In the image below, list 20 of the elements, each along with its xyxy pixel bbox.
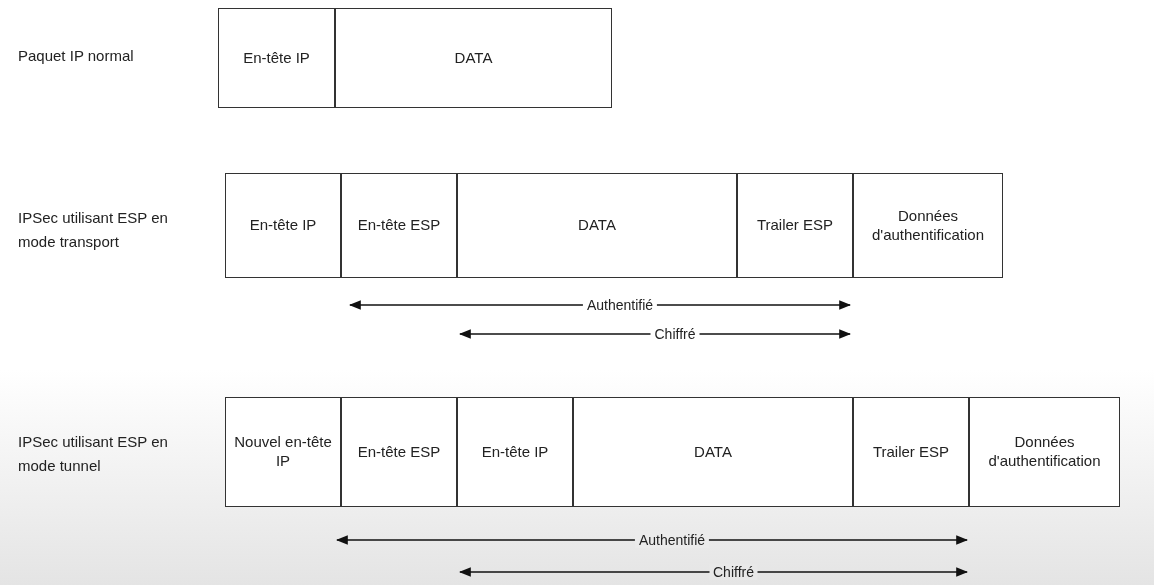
packet-field: DATA: [573, 397, 853, 507]
packet-field: Données d'authentification: [969, 397, 1120, 507]
span-label: Chiffré: [650, 326, 700, 342]
packet-field: DATA: [335, 8, 612, 108]
packet-field: En-tête IP: [225, 173, 341, 278]
row-label: IPSec utilisant ESP en mode tunnel: [18, 432, 169, 476]
packet-field: Trailer ESP: [737, 173, 853, 278]
packet-field: Nouvel en-tête IP: [225, 397, 341, 507]
packet-field: En-tête ESP: [341, 173, 457, 278]
packet-field: Trailer ESP: [853, 397, 969, 507]
row-label: Paquet IP normal: [18, 46, 135, 66]
packet-field: En-tête ESP: [341, 397, 457, 507]
packet-field: En-tête IP: [218, 8, 335, 108]
packet-field: Données d'authentification: [853, 173, 1003, 278]
row-label: IPSec utilisant ESP en mode transport: [18, 208, 169, 252]
packet-field: En-tête IP: [457, 397, 573, 507]
packet-field: DATA: [457, 173, 737, 278]
span-label: Chiffré: [709, 564, 758, 580]
span-label: Authentifié: [634, 532, 710, 548]
span-label: Authentifié: [582, 297, 658, 313]
